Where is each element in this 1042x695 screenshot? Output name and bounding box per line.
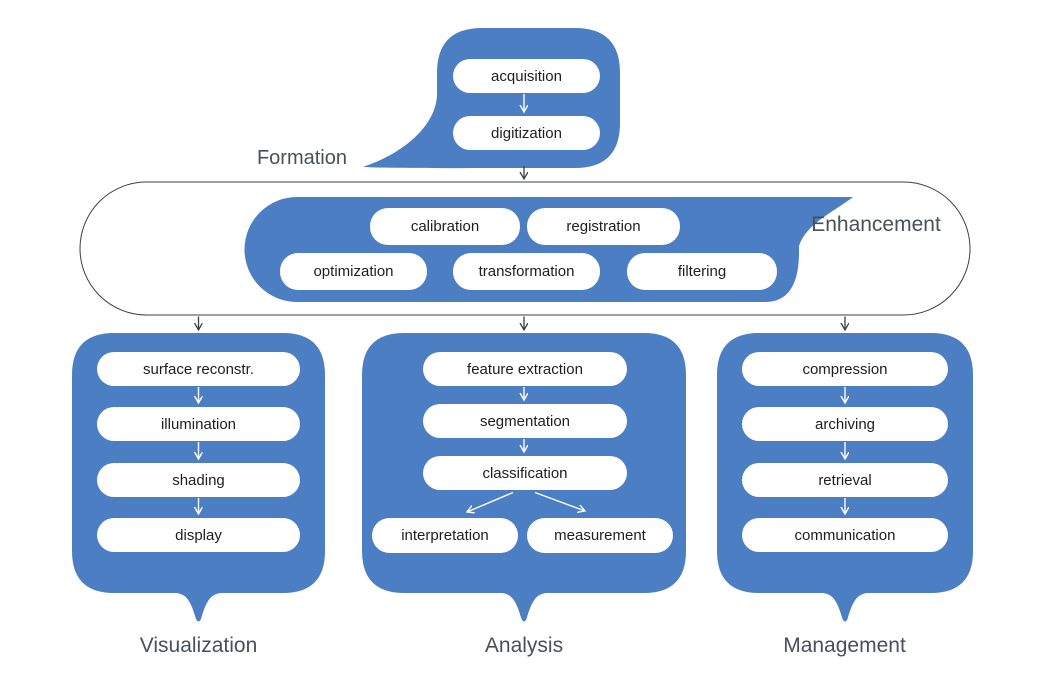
node-optimization: optimization: [280, 253, 427, 290]
node-measurement: measurement: [527, 518, 673, 553]
node-feature-extraction: feature extraction: [423, 352, 627, 386]
node-registration: registration: [527, 208, 680, 245]
node-communication: communication: [742, 518, 948, 552]
node-illumination: illumination: [97, 407, 300, 441]
node-transformation: transformation: [453, 253, 600, 290]
node-calibration: calibration: [370, 208, 520, 245]
node-classification: classification: [423, 456, 627, 490]
node-archiving: archiving: [742, 407, 948, 441]
node-surface-reconstr: surface reconstr.: [97, 352, 300, 386]
formation-group-label: Formation: [256, 147, 347, 169]
node-shading: shading: [97, 463, 300, 497]
arrow-classification-to-interpretation: [467, 491, 514, 513]
node-interpretation: interpretation: [372, 518, 518, 553]
node-filtering: filtering: [627, 253, 777, 290]
node-acquisition: acquisition: [453, 59, 600, 93]
node-compression: compression: [742, 352, 948, 386]
enhancement-group-label: Enhancement: [811, 213, 941, 236]
node-display: display: [97, 518, 300, 552]
node-retrieval: retrieval: [742, 463, 948, 497]
node-segmentation: segmentation: [423, 404, 627, 438]
node-digitization: digitization: [453, 116, 600, 150]
arrow-classification-to-measurement: [534, 491, 585, 512]
analysis-group-label: Analysis: [484, 634, 564, 657]
visualization-group-label: Visualization: [139, 634, 258, 657]
management-group-label: Management: [783, 634, 906, 657]
